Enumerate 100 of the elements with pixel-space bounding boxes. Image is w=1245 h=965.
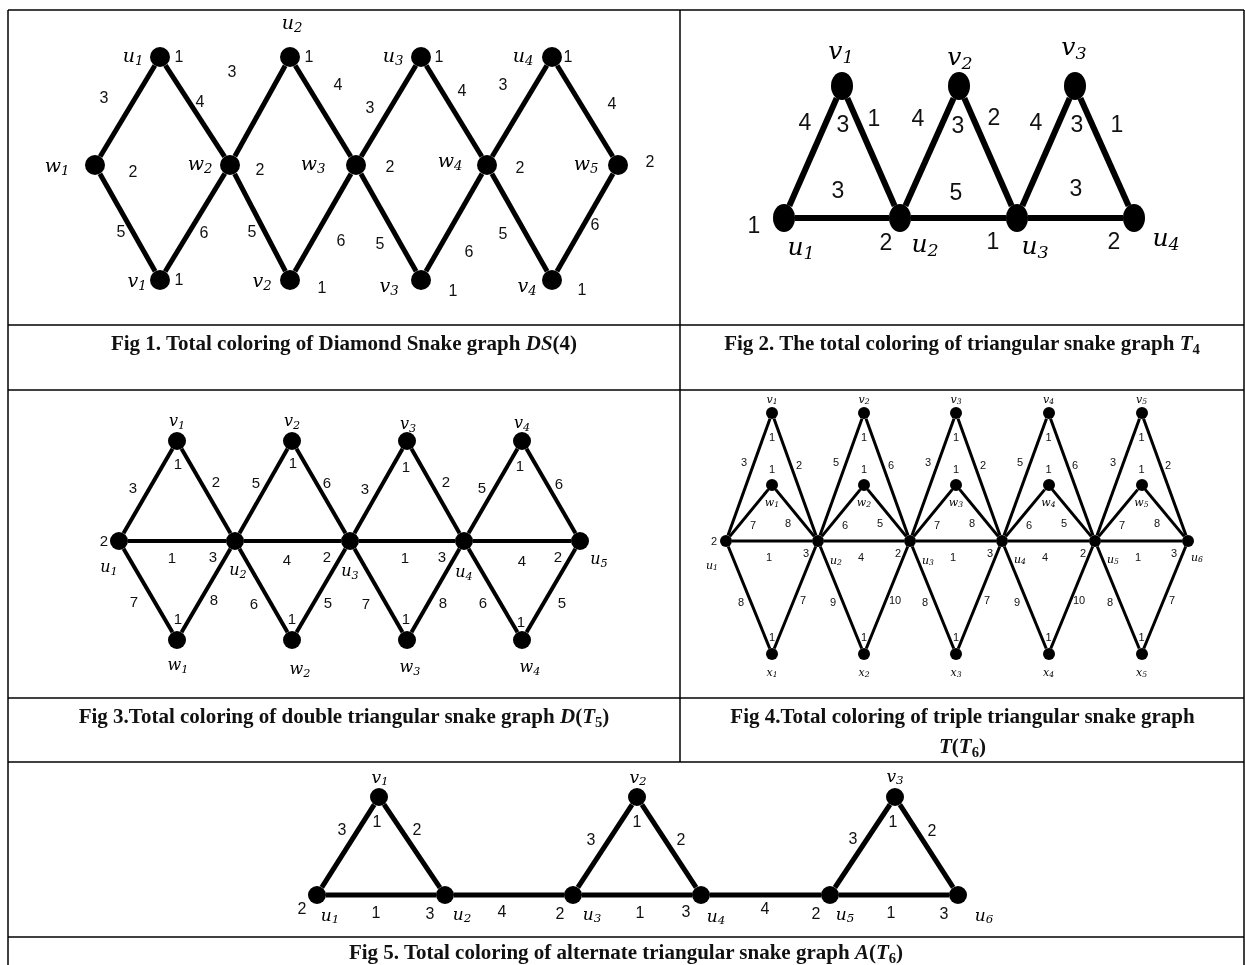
edge-color-label: 6: [590, 217, 600, 233]
graph-edge: [902, 96, 957, 208]
graph-edge: [121, 547, 175, 634]
vertex-label: u$_{2}$: [452, 905, 472, 923]
edge-color-label: 1: [1134, 551, 1142, 563]
vertex-label: u$_{4}$: [512, 45, 534, 65]
edge-color-label: 8: [1106, 596, 1114, 608]
edge-color-label: 8: [784, 517, 792, 529]
edge-color-label: 5: [876, 517, 884, 529]
edge-color-label: 10: [888, 594, 902, 606]
graph-edge: [786, 97, 840, 207]
vertex-color-label: 2: [555, 906, 565, 922]
edge-color-label: 6: [554, 475, 564, 491]
edge-color-label: 3: [99, 90, 109, 106]
vertex-color-label: 1: [952, 431, 960, 443]
edge-color-label: 6: [464, 244, 474, 260]
edge-color-label: 3: [128, 479, 138, 495]
vertex-color-label: 1: [632, 814, 642, 830]
vertex-color-label: 1: [304, 49, 314, 65]
edge-color-label: 3: [498, 77, 508, 93]
graph-edge: [1095, 545, 1141, 650]
vertex-color-label: 3: [939, 906, 949, 922]
vertex-label: v$_{3}$: [886, 767, 904, 785]
vertex-color-label: 1: [174, 272, 184, 288]
vertex-label: u$_{5}$: [590, 551, 608, 567]
edge-color-label: 7: [361, 595, 371, 611]
edge-color-label: 6: [1071, 459, 1079, 471]
graph-edge: [524, 547, 578, 634]
graph-edge: [454, 892, 564, 898]
vertex-label: u$_{4}$: [706, 907, 726, 925]
graph-edge: [128, 539, 226, 543]
graph-edge: [358, 172, 419, 273]
vertex-label: x$_{3}$: [950, 666, 962, 678]
edge-color-label: 5: [251, 474, 261, 490]
graph-edge: [1095, 418, 1141, 536]
graph-edge: [409, 547, 462, 634]
edge-color-label: 4: [333, 77, 343, 93]
vertex-label: w$_{3}$: [399, 659, 421, 675]
vertex-color-label: 1: [860, 431, 868, 443]
graph-edge: [1008, 539, 1089, 543]
edge-color-label: 5: [832, 456, 840, 468]
figure-caption: Fig 1. Total coloring of Diamond Snake graph DS(4): [109, 330, 579, 357]
vertex-label: x$_{5}$: [1135, 666, 1148, 678]
vertex-color-label: 3: [425, 906, 435, 922]
edge-color-label: 5: [1060, 517, 1068, 529]
vertex-label: u$_{2}$: [911, 230, 939, 256]
vertex-label: u$_{1}$: [100, 559, 118, 575]
vertex-label: v$_{3}$: [379, 275, 399, 295]
graph-edge: [466, 447, 520, 535]
graph-edge: [359, 539, 455, 543]
graph-edge: [1004, 488, 1046, 538]
graph-edge: [956, 546, 1002, 649]
edge-color-label: 5: [477, 479, 487, 495]
edge-color-label: 6: [1025, 519, 1033, 531]
vertex-color-label: 1: [952, 631, 960, 643]
vertex-color-label: 1: [1138, 631, 1145, 643]
edge-color-label: 7: [799, 594, 807, 606]
edge-color-label: 4: [1041, 551, 1049, 563]
edge-color-label: 5: [949, 180, 963, 204]
vertex-label: w$_{2}$: [187, 153, 213, 173]
edge-color-label: 3: [360, 480, 370, 496]
edge-color-label: 2: [987, 105, 1001, 129]
vertex-label: u$_{6}$: [1191, 551, 1203, 563]
edge-color-label: 6: [322, 474, 332, 490]
vertex-label: u$_{5}$: [1107, 553, 1119, 565]
vertex-color-label: 1: [173, 455, 183, 471]
graph-edge: [726, 418, 772, 536]
edge-color-label: 6: [887, 459, 895, 471]
vertex-color-label: 1: [768, 631, 776, 643]
graph-edge: [732, 539, 812, 543]
vertex-color-label: 3: [681, 904, 691, 920]
vertex-label: u$_{2}$: [830, 554, 842, 566]
vertex-color-label: 1: [434, 49, 444, 65]
vertex-label: v$_{4}$: [517, 275, 537, 295]
vertex-label: v$_{1}$: [127, 270, 147, 290]
edge-color-label: 9: [1013, 596, 1021, 608]
graph-edge: [424, 64, 484, 158]
vertex-color-label: 1: [1138, 463, 1145, 475]
graph-edge: [774, 488, 816, 538]
vertex-color-label: 3: [1070, 112, 1084, 136]
vertex-color-label: 1: [768, 431, 776, 443]
graph-edge: [473, 539, 571, 543]
edge-color-label: 8: [438, 594, 448, 610]
edge-color-label: 3: [1109, 456, 1117, 468]
vertex-color-label: 2: [515, 160, 525, 176]
edge-color-label: 2: [412, 822, 422, 838]
vertex-label: v$_{3}$: [399, 416, 417, 432]
edge-color-label: 7: [129, 593, 139, 609]
vertex-color-label: 1: [516, 613, 526, 629]
graph-edge: [352, 547, 405, 634]
vertex-color-label: 1: [401, 458, 411, 474]
edge-color-label: 7: [933, 519, 941, 531]
graph-edge: [1049, 418, 1095, 536]
vertex-label: u$_{3}$: [341, 563, 359, 579]
edge-color-label: 4: [857, 551, 865, 563]
vertex-color-label: 1: [577, 282, 587, 298]
edge-color-label: 1: [886, 905, 896, 921]
graph-edge: [1142, 418, 1188, 536]
vertex-label: v$_{2}$: [947, 43, 973, 69]
graph-edge: [912, 488, 954, 538]
